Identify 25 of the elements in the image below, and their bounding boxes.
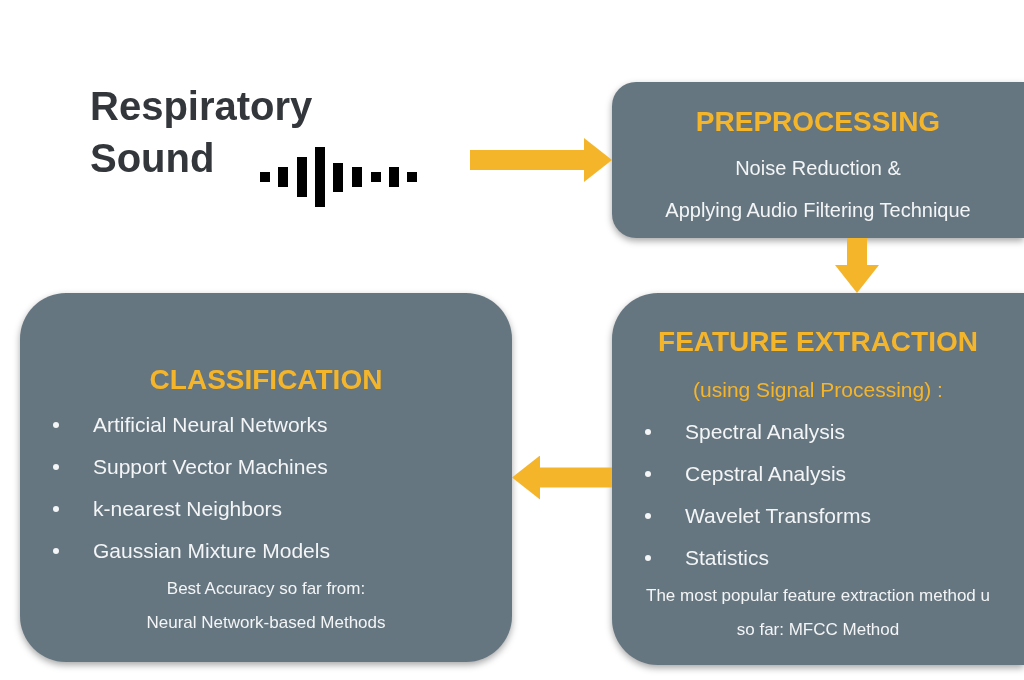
description-text: Noise Reduction & <box>734 156 902 181</box>
subheading: (using Signal Processing) : <box>692 377 944 403</box>
list-item-text: k-nearest Neighbors <box>93 496 283 522</box>
list-item-text: Spectral Analysis <box>685 419 845 445</box>
list-item-text: Wavelet Transforms <box>685 503 871 529</box>
section-heading: PREPROCESSING <box>694 105 942 139</box>
process-box <box>612 82 1024 238</box>
diagram-label: Respiratory Sound <box>90 83 314 182</box>
process-box <box>612 293 1024 665</box>
note-text: Best Accuracy so far from: <box>165 578 367 600</box>
note-text: The most popular feature extraction method u <box>645 585 991 607</box>
section-heading: FEATURE EXTRACTION <box>657 325 979 359</box>
list-item-text: Gaussian Mixture Models <box>93 538 330 564</box>
arrow <box>470 138 612 182</box>
list-item-text: Artificial Neural Networks <box>93 412 328 438</box>
process-box <box>20 293 512 662</box>
list-item-text: Statistics <box>685 545 770 571</box>
arrow <box>835 238 879 293</box>
list-item-text: Cepstral Analysis <box>685 461 847 487</box>
arrow <box>512 455 612 500</box>
note-text: Neural Network-based Methods <box>145 612 387 634</box>
section-heading: CLASSIFICATION <box>148 363 384 397</box>
description-text: Applying Audio Filtering Technique <box>664 198 972 223</box>
list-item-text: Support Vector Machines <box>93 454 328 480</box>
note-text: so far: MFCC Method <box>735 619 901 641</box>
